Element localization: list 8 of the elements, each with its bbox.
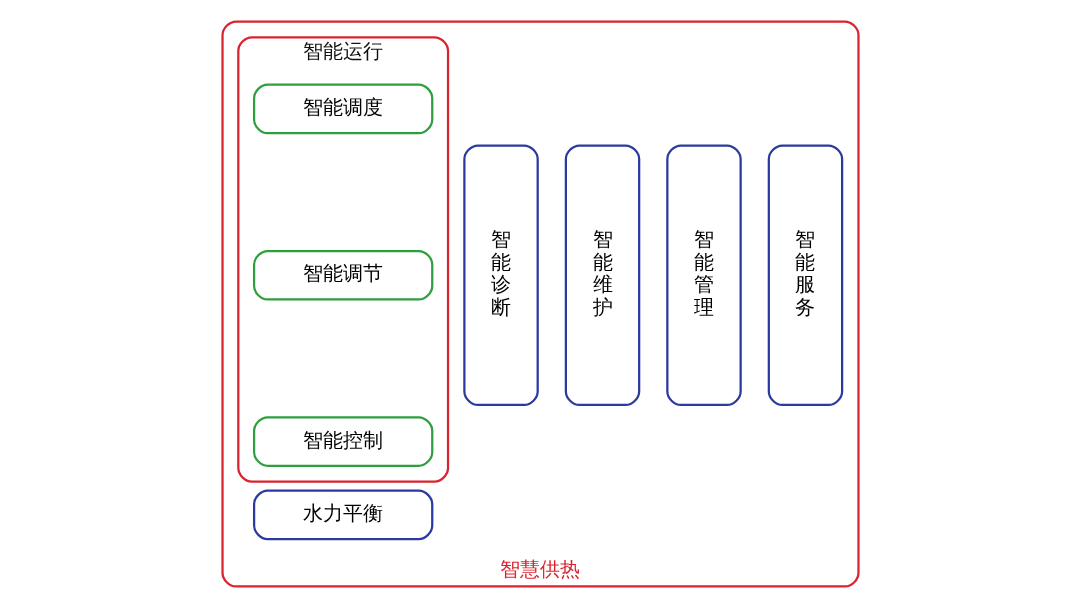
node-box: 智能维护	[564, 144, 640, 407]
node-box: 智能调节	[252, 249, 433, 301]
node-box: 智能控制	[252, 416, 433, 467]
node-box: 水力平衡	[252, 489, 433, 541]
node-box: 智能管理	[665, 144, 742, 407]
node-box: 智能调度	[252, 83, 433, 135]
node-box: 智能诊断	[462, 144, 539, 407]
node-box: 智能服务	[767, 144, 843, 407]
